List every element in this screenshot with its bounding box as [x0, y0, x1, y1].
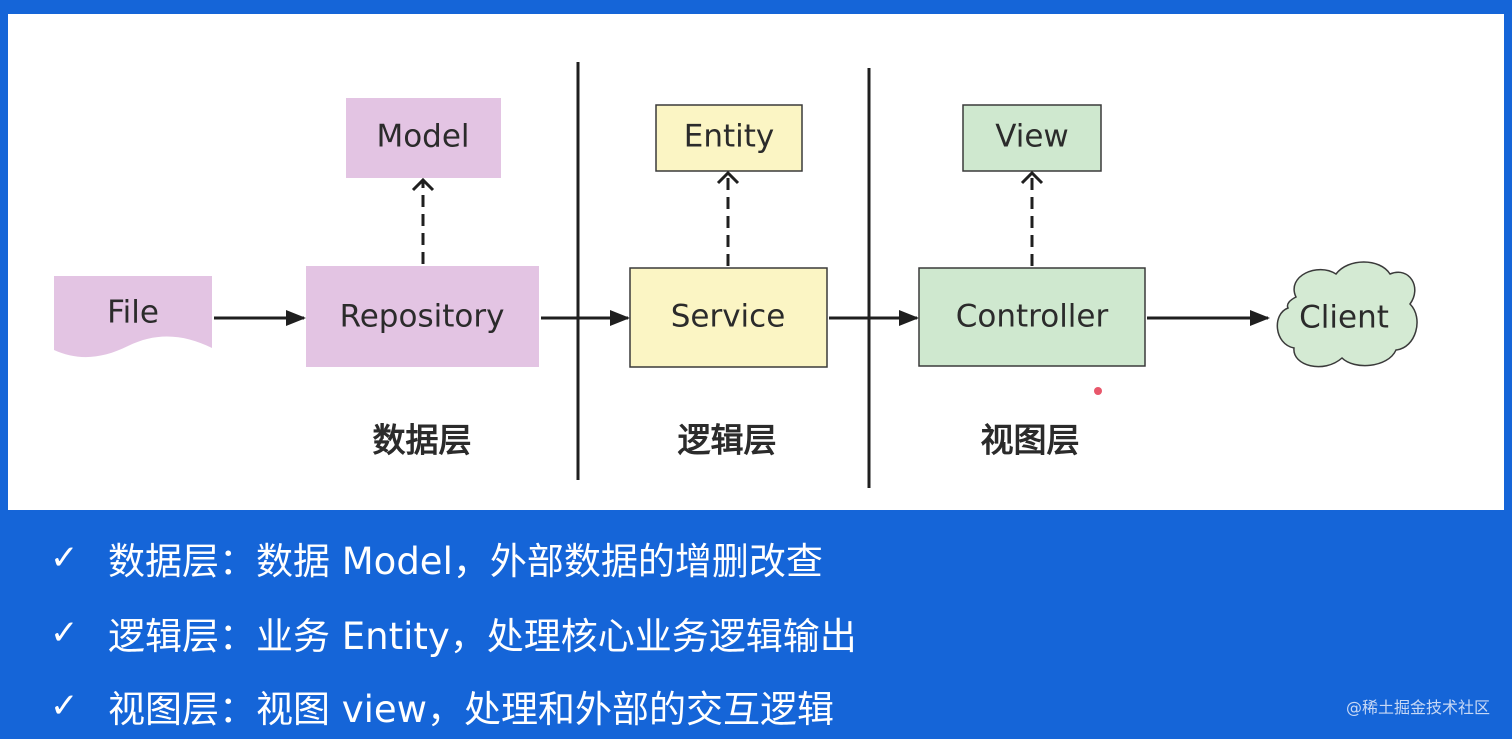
entity-label: Entity: [684, 119, 775, 155]
bullet-label: 数据层：: [108, 540, 256, 583]
bullet-text: 业务 Entity，处理核心业务逻辑输出: [256, 615, 857, 658]
repository-label: Repository: [340, 299, 505, 335]
model-label: Model: [376, 119, 469, 155]
pointer-dot: [1094, 387, 1102, 395]
architecture-diagram: File Model Repository Entity Service Vie…: [54, 62, 1418, 488]
bullet-label: 视图层：: [108, 688, 256, 731]
client-label: Client: [1299, 300, 1389, 336]
watermark: @稀土掘金技术社区: [1345, 698, 1490, 717]
bullet-text: 视图 view，处理和外部的交互逻辑: [256, 688, 834, 731]
check-icon: ✓: [50, 538, 79, 578]
layer-label-data: 数据层: [373, 421, 472, 460]
check-icon: ✓: [50, 686, 79, 726]
bullet-text: 数据 Model，外部数据的增删改查: [256, 540, 823, 583]
view-label: View: [995, 119, 1069, 155]
file-node: [54, 276, 212, 358]
bullet-view-layer: ✓ 视图层： 视图 view，处理和外部的交互逻辑: [50, 678, 834, 734]
bullet-label: 逻辑层：: [108, 615, 256, 658]
repository-node: [306, 266, 539, 367]
layer-label-view: 视图层: [981, 421, 1080, 460]
bullet-data-layer: ✓ 数据层： 数据 Model，外部数据的增删改查: [50, 530, 823, 586]
client-node: [1276, 261, 1418, 368]
diagram-panel: File Model Repository Entity Service Vie…: [8, 14, 1504, 510]
bullet-logic-layer: ✓ 逻辑层： 业务 Entity，处理核心业务逻辑输出: [50, 605, 857, 661]
file-label: File: [107, 295, 159, 331]
model-node: [346, 98, 501, 178]
controller-label: Controller: [956, 299, 1109, 335]
check-icon: ✓: [50, 613, 79, 653]
layer-label-logic: 逻辑层: [678, 421, 777, 460]
view-node: [962, 104, 1102, 172]
service-node: [629, 267, 828, 368]
controller-node: [918, 267, 1146, 367]
service-label: Service: [671, 299, 786, 335]
